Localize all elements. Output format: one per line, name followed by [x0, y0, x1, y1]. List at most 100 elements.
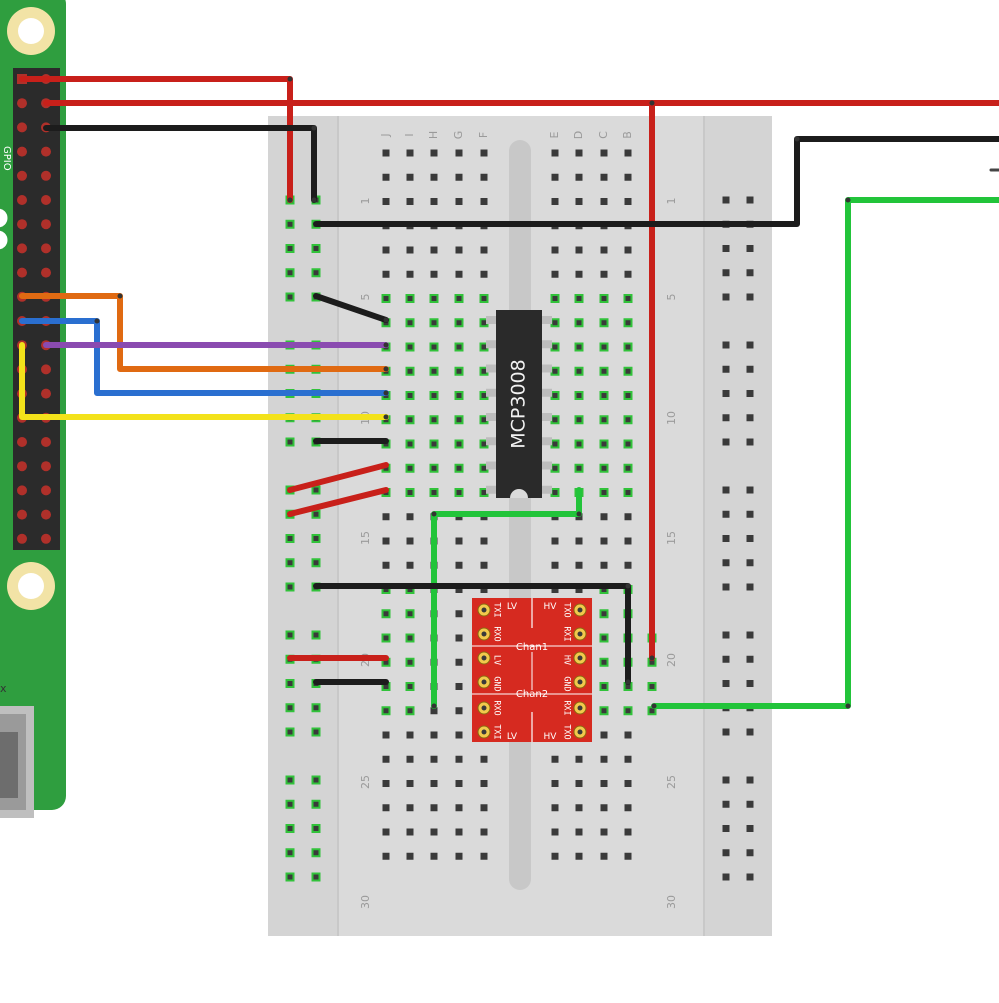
rail-hole [746, 365, 754, 373]
breadboard-hole [574, 366, 584, 376]
mcp3008-pin [486, 340, 496, 349]
wire-bend-point [311, 125, 317, 131]
breadboard-hole [405, 318, 415, 328]
pi-header-pin [41, 437, 51, 447]
pi-mount-hole-top-inner [18, 18, 44, 44]
breadboard-hole [454, 366, 464, 376]
breadboard-hole [550, 294, 560, 303]
breadboard-hole [600, 731, 608, 739]
row-number: 10 [665, 411, 678, 425]
rail-hole [746, 293, 754, 301]
breadboard-hole [430, 804, 438, 812]
breadboard-hole [624, 780, 632, 787]
breadboard-hole [647, 682, 657, 691]
wire-bend-point [287, 76, 293, 82]
pi-component-2 [0, 229, 9, 251]
pi-header-pin [41, 533, 51, 544]
breadboard-hole [405, 633, 415, 643]
breadboard-hole [382, 149, 390, 157]
rail-hole [311, 534, 321, 543]
level-shifter-pin-label: GND [492, 676, 502, 691]
breadboard-hole [430, 149, 438, 157]
wire-red-diag-2 [287, 487, 389, 517]
level-shifter-pin-hole [577, 729, 583, 735]
rail-hole [746, 776, 754, 784]
level-shifter-label: LV [507, 602, 518, 612]
breadboard-hole [551, 755, 559, 763]
breadboard-hole [600, 270, 608, 278]
wire-black-rail-to-right [313, 136, 999, 227]
row-number: 30 [359, 895, 372, 909]
breadboard-hole [551, 173, 559, 181]
rail-hole [722, 873, 730, 881]
wire-bend-point [94, 318, 100, 324]
rail-hole [746, 559, 754, 567]
rail-hole [285, 799, 295, 809]
wire-orange-sclk [19, 293, 389, 372]
breadboard-hole [624, 149, 632, 157]
breadboard-hole [405, 391, 415, 400]
pi-header-pin [17, 461, 27, 472]
wire-bend-point [431, 703, 437, 709]
rail-hole [746, 583, 754, 591]
rail-hole [311, 485, 321, 495]
breadboard-hole [405, 463, 415, 473]
breadboard-hole [624, 755, 632, 763]
row-number: 5 [665, 294, 678, 301]
breadboard-hole [623, 463, 633, 473]
pi-header-pin [41, 485, 51, 496]
breadboard-hole [600, 513, 608, 521]
breadboard-hole [382, 198, 390, 205]
breadboard-hole [430, 246, 438, 254]
level-shifter-pin-label: RXI [562, 626, 572, 641]
rail-hole [746, 245, 754, 252]
column-letter: F [477, 132, 490, 138]
level-shifter-pin-hole [577, 705, 583, 711]
row-number: 15 [359, 531, 372, 545]
breadboard-hole [429, 391, 439, 400]
breadboard-hole [405, 342, 415, 352]
rail-hole [722, 535, 730, 542]
breadboard-hole [624, 804, 632, 812]
breadboard-hole [429, 439, 439, 449]
breadboard-hole [624, 246, 632, 254]
breadboard-hole [480, 586, 488, 593]
pi-silk-label: GPIO [1, 146, 12, 171]
breadboard-hole [454, 342, 464, 352]
breadboard-hole [429, 318, 439, 328]
breadboard-hole [480, 780, 488, 787]
breadboard-hole [550, 366, 560, 376]
breadboard-hole [624, 852, 632, 860]
breadboard-hole [480, 246, 488, 254]
rail-hole [285, 727, 295, 737]
rail-hole [746, 849, 754, 857]
rail-hole [722, 655, 730, 663]
breadboard-hole [455, 828, 463, 836]
breadboard-hole [623, 706, 633, 716]
breadboard-hole [430, 198, 438, 205]
breadboard-hole [551, 270, 559, 278]
rail-hole [285, 534, 295, 543]
breadboard-hole [551, 149, 559, 157]
rail-hole [311, 824, 321, 833]
mcp3008-pin [486, 461, 496, 470]
rail-hole [722, 269, 730, 277]
rail-hole [722, 631, 730, 639]
rail-hole [285, 219, 295, 229]
breadboard-hole [575, 173, 583, 181]
breadboard-hole [405, 366, 415, 376]
mcp3008-pin [486, 413, 496, 421]
breadboard-hole [575, 246, 583, 254]
pi-usb-port [0, 706, 34, 818]
breadboard-hole [454, 488, 464, 497]
column-letter: J [379, 133, 392, 137]
row-number: 30 [665, 895, 678, 909]
breadboard-hole [382, 173, 390, 181]
breadboard-hole [406, 561, 414, 569]
breadboard-hole [480, 149, 488, 157]
breadboard-hole [406, 246, 414, 254]
breadboard-hole [406, 537, 414, 545]
breadboard-hole [624, 173, 632, 181]
